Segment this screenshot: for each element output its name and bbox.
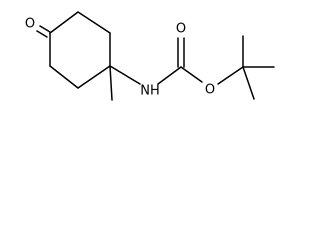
amine-label: NH xyxy=(140,84,160,99)
molecule-structure: O NH O O xyxy=(25,11,275,101)
bond-o-tbutyl xyxy=(217,66,244,85)
bond-ring-2 xyxy=(77,11,111,34)
ketone-oxygen-label: O xyxy=(25,17,35,32)
cyclohexane-ring xyxy=(49,11,111,89)
ketone-double-bond xyxy=(36,25,51,38)
bond-c-o-ester xyxy=(180,66,203,83)
ester-oxygen-label: O xyxy=(205,83,215,98)
bond-ketone-b xyxy=(36,30,48,38)
carbonyl-oxygen-label: O xyxy=(176,22,186,37)
carbonyl-double-bond xyxy=(177,37,185,68)
bond-tbutyl-down xyxy=(242,66,255,100)
bond-n-carbonyl xyxy=(157,66,182,85)
bond-ring-1 xyxy=(49,11,79,34)
bond-ketone-a xyxy=(39,25,51,33)
bond-methyl xyxy=(109,65,113,101)
bond-c-n xyxy=(109,65,141,85)
bond-ring-5 xyxy=(49,65,79,89)
bond-ring-4 xyxy=(77,65,111,89)
tert-butyl-group xyxy=(242,35,275,100)
